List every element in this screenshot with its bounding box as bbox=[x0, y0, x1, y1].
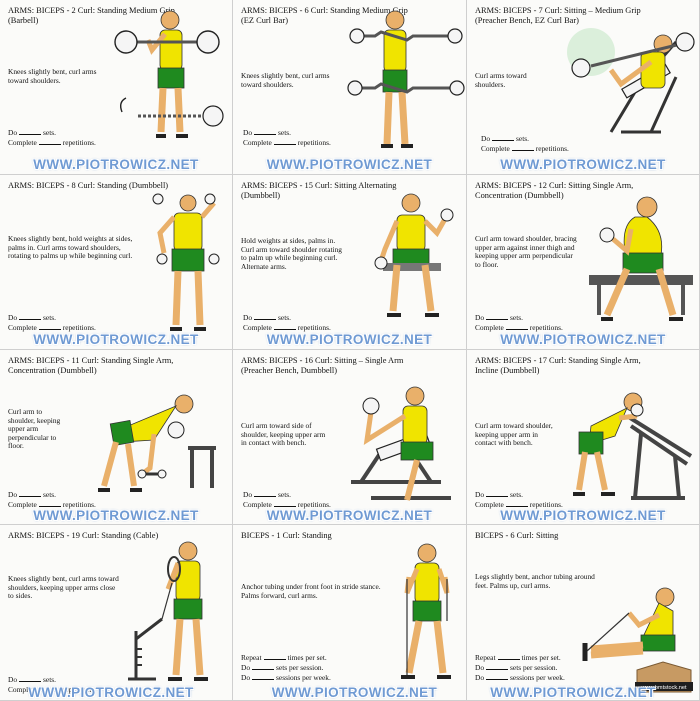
exercise-title: ARMS: BICEPS - 8 Curl: Standing (Dumbbel… bbox=[8, 181, 169, 190]
watermark: WWW.PIOTROWICZ.NET bbox=[500, 332, 666, 347]
exercise-title: ARMS: BICEPS - 7 Curl: Sitting – Medium … bbox=[475, 6, 641, 25]
exercise-description: Curl arm toward side of shoulder, keepin… bbox=[241, 421, 326, 448]
watermark: WWW.PIOTROWICZ.NET bbox=[500, 157, 666, 172]
watermark: WWW.PIOTROWICZ.NET bbox=[490, 685, 656, 700]
exercise-card: BICEPS - 6 Curl: Sitting Legs slightly b… bbox=[467, 525, 700, 701]
concentration-curl-figure bbox=[589, 196, 693, 321]
exercise-card: ARMS: BICEPS - 8 Curl: Standing (Dumbbel… bbox=[0, 175, 233, 350]
exercise-title: ARMS: BICEPS - 6 Curl: Standing Medium G… bbox=[241, 6, 408, 25]
exercise-description: Curl arms toward shoulders. bbox=[475, 71, 527, 89]
exercise-title: ARMS: BICEPS - 15 Curl: Sitting Alternat… bbox=[241, 181, 397, 200]
exercise-description: Curl arm toward shoulder, keeping upper … bbox=[475, 421, 553, 448]
standing-concentration-curl-figure bbox=[98, 394, 216, 492]
cable-curl-figure bbox=[128, 541, 208, 681]
watermark: WWW.PIOTROWICZ.NET bbox=[271, 685, 438, 700]
exercise-card: ARMS: BICEPS - 2 Curl: Standing Medium G… bbox=[0, 0, 233, 175]
exercise-title: ARMS: BICEPS - 17 Curl: Standing Single … bbox=[475, 356, 641, 375]
exercise-title: BICEPS - 1 Curl: Standing bbox=[241, 531, 332, 540]
exercise-card: ARMS: BICEPS - 11 Curl: Standing Single … bbox=[0, 350, 233, 525]
dumbbell-curl-figure bbox=[152, 193, 220, 331]
watermark: WWW.PIOTROWICZ.NET bbox=[266, 508, 433, 523]
exercise-description: Knees slightly bent, curl arms toward sh… bbox=[8, 574, 119, 601]
exercise-description: Hold weights at sides, palms in. Curl ar… bbox=[241, 236, 342, 271]
exercise-card: ARMS: BICEPS - 12 Curl: Sitting Single A… bbox=[467, 175, 700, 350]
exercise-card: ARMS: BICEPS - 6 Curl: Standing Medium G… bbox=[233, 0, 467, 175]
incline-single-arm-curl-figure bbox=[573, 392, 693, 500]
watermark: WWW.PIOTROWICZ.NET bbox=[500, 508, 666, 523]
exercise-description: Knees slightly bent, curl arms toward sh… bbox=[241, 71, 330, 89]
exercise-description: Anchor tubing under front foot in stride… bbox=[241, 582, 381, 600]
exercise-title: ARMS: BICEPS - 2 Curl: Standing Medium G… bbox=[8, 6, 175, 25]
watermark: WWW.PIOTROWICZ.NET bbox=[266, 332, 433, 347]
preacher-bench-curl-figure bbox=[567, 28, 695, 134]
exercise-card: ARMS: BICEPS - 16 Curl: Sitting – Single… bbox=[233, 350, 467, 525]
exercise-card: ARMS: BICEPS - 7 Curl: Sitting – Medium … bbox=[467, 0, 700, 175]
exercise-title: BICEPS - 6 Curl: Sitting bbox=[475, 531, 559, 540]
seated-alternating-curl-figure bbox=[374, 193, 454, 317]
barbell-curl-figure bbox=[114, 10, 224, 138]
watermark: WWW.PIOTROWICZ.NET bbox=[33, 332, 199, 347]
watermark: WWW.PIOTROWICZ.NET bbox=[33, 508, 199, 523]
exercise-description: Legs slightly bent, anchor tubing around… bbox=[475, 572, 595, 590]
exercise-title: ARMS: BICEPS - 19 Curl: Standing (Cable) bbox=[8, 531, 159, 540]
watermark: WWW.PIOTROWICZ.NET bbox=[33, 157, 199, 172]
exercise-description: Curl arm to shoulder, keeping upper arm … bbox=[8, 407, 61, 451]
exercise-card: BICEPS - 1 Curl: Standing Anchor tubing … bbox=[233, 525, 467, 701]
exercise-description: Curl arm toward shoulder, bracing upper … bbox=[475, 234, 577, 269]
stamp-box-icon: www.bmtstock.net bbox=[635, 661, 693, 693]
exercise-card: ARMS: BICEPS - 17 Curl: Standing Single … bbox=[467, 350, 700, 525]
exercise-title: ARMS: BICEPS - 12 Curl: Sitting Single A… bbox=[475, 181, 634, 200]
exercise-card: ARMS: BICEPS - 15 Curl: Sitting Alternat… bbox=[233, 175, 467, 350]
preacher-single-arm-curl-figure bbox=[351, 386, 451, 501]
exercise-title: ARMS: BICEPS - 16 Curl: Sitting – Single… bbox=[241, 356, 404, 375]
exercise-description: Knees slightly bent, hold weights at sid… bbox=[8, 234, 133, 261]
exercise-card: ARMS: BICEPS - 19 Curl: Standing (Cable)… bbox=[0, 525, 233, 701]
ez-bar-curl-figure bbox=[347, 10, 465, 148]
tubing-standing-curl-figure bbox=[401, 543, 451, 679]
stamp-text: www.bmtstock.net bbox=[640, 685, 687, 691]
watermark: WWW.PIOTROWICZ.NET bbox=[28, 685, 194, 700]
watermark: WWW.PIOTROWICZ.NET bbox=[266, 157, 433, 172]
tubing-sitting-curl-figure bbox=[582, 587, 676, 661]
exercise-description: Knees slightly bent, curl arms toward sh… bbox=[8, 67, 97, 85]
exercise-title: ARMS: BICEPS - 11 Curl: Standing Single … bbox=[8, 356, 174, 375]
